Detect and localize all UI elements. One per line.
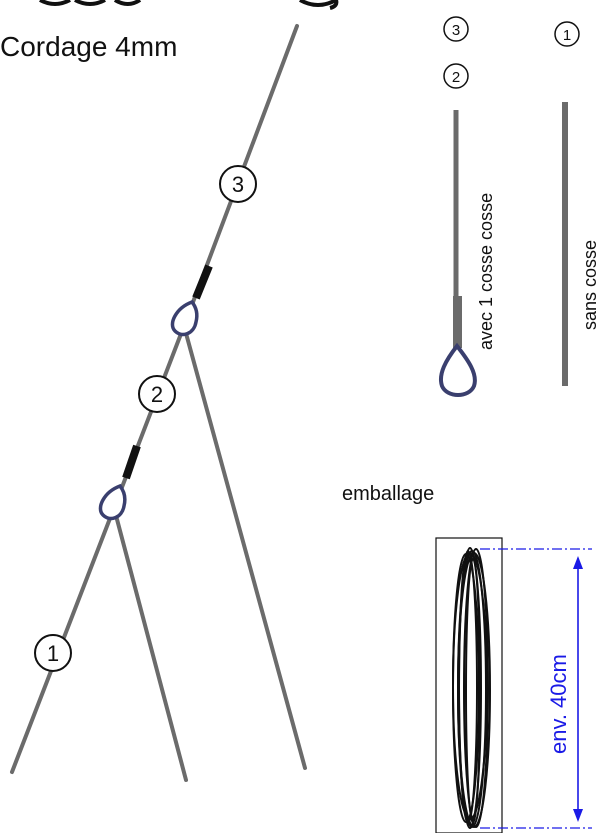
- legend-thimble: [439, 342, 477, 397]
- svg-text:3: 3: [232, 172, 244, 197]
- rope-coil: [452, 547, 491, 829]
- crimp-sleeve-upper: [192, 264, 213, 300]
- thimble-lower: [98, 483, 127, 521]
- legend-label-without-thimble: sans cosse: [580, 240, 596, 330]
- dimension-label: env. 40cm: [546, 654, 571, 754]
- dimension-extension-lines: [480, 548, 592, 829]
- crimp-sleeve-lower: [122, 444, 141, 480]
- badge-1-legend: 1: [554, 21, 580, 47]
- dimension-arrow: [573, 556, 583, 822]
- title: Cordage 4mm: [0, 31, 177, 62]
- badge-2-legend: 2: [443, 63, 469, 89]
- svg-text:2: 2: [151, 382, 163, 407]
- packaging-label: emballage: [342, 483, 434, 505]
- rope-branch-upper: [182, 324, 307, 770]
- svg-text:2: 2: [452, 69, 460, 86]
- thimble-upper: [170, 299, 199, 337]
- svg-text:1: 1: [563, 27, 571, 44]
- badge-2-diagram: 2: [138, 375, 176, 413]
- legend-label-with-thimble: avec 1 cosse cosse: [476, 193, 496, 350]
- badge-3-diagram: 3: [219, 165, 257, 203]
- rope-main-segment-2: [112, 324, 186, 510]
- legend-crimp: [453, 296, 462, 348]
- badge-1-diagram: 1: [34, 634, 72, 672]
- rope-branch-lower: [112, 506, 188, 782]
- svg-text:3: 3: [452, 22, 460, 39]
- svg-text:1: 1: [47, 641, 59, 666]
- cropped-title-fragment: [39, 0, 339, 10]
- badge-3-legend: 3: [443, 16, 469, 42]
